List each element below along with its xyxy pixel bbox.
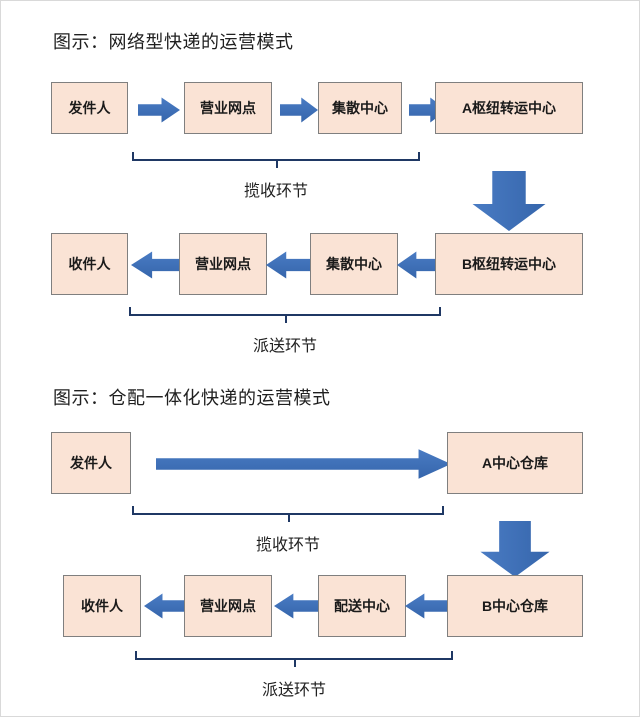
brace-pickup [132, 152, 420, 168]
arrow-left-outlet-to-receiver [131, 251, 179, 279]
arrow-right-outlet-to-distribution [280, 97, 318, 123]
brace-delivery [129, 307, 441, 323]
section-title-network-express: 图示：网络型快递的运营模式 [53, 32, 294, 52]
node-central-warehouse-b: B中心仓库 [447, 575, 583, 637]
node-sender-2: 发件人 [51, 432, 131, 494]
node-central-warehouse-a: A中心仓库 [447, 432, 583, 494]
brace-pickup-2 [132, 506, 444, 522]
node-hub-a: A枢纽转运中心 [435, 82, 583, 134]
node-receiver: 收件人 [51, 233, 128, 295]
node-distribution-center-1: 集散中心 [318, 82, 402, 134]
arrow-right-sender-to-warehouse-a [156, 448, 451, 480]
brace-label-delivery-2: 派送环节 [261, 682, 326, 699]
brace-label-delivery: 派送环节 [252, 338, 317, 355]
arrow-left-outlet-to-receiver-2 [144, 593, 186, 619]
node-hub-b: B枢纽转运中心 [435, 233, 583, 295]
brace-delivery-2 [135, 651, 453, 667]
arrow-down-warehouse-a-to-warehouse-b [479, 521, 551, 577]
node-distribution-center-2: 集散中心 [310, 233, 398, 295]
arrow-left-hub-b-to-distribution [397, 251, 441, 279]
node-branch-outlet-3: 营业网点 [184, 575, 272, 637]
node-receiver-2: 收件人 [63, 575, 141, 637]
arrow-left-delivery-center-to-outlet [274, 593, 318, 619]
section-title-warehouse-integrated-express: 图示：仓配一体化快递的运营模式 [53, 388, 331, 408]
node-branch-outlet-2: 营业网点 [179, 233, 267, 295]
arrow-right-sender-to-outlet [138, 97, 180, 123]
brace-label-pickup-2: 揽收环节 [255, 537, 320, 554]
node-branch-outlet-1: 营业网点 [184, 82, 272, 134]
brace-label-pickup: 揽收环节 [243, 183, 308, 200]
node-sender: 发件人 [51, 82, 128, 134]
node-delivery-center: 配送中心 [318, 575, 406, 637]
arrow-left-distribution-to-outlet [266, 251, 312, 279]
arrow-down-hub-a-to-hub-b [471, 171, 547, 231]
arrow-left-warehouse-b-to-delivery-center [405, 593, 449, 619]
